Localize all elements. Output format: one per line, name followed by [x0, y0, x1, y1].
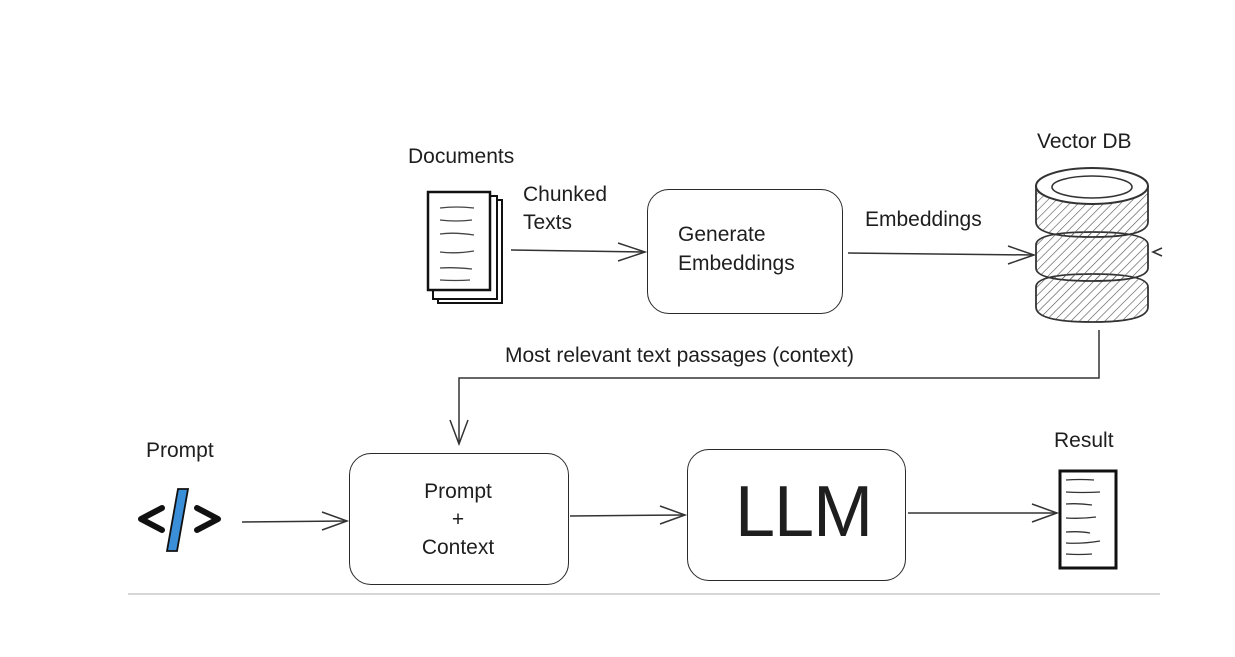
- prompt-context-line3: Context: [421, 536, 495, 559]
- chunked-texts-label-line1: Chunked: [523, 183, 608, 206]
- prompt-label: Prompt: [146, 439, 214, 462]
- documents-stack-icon: [426, 190, 503, 304]
- llm-node: LLM: [687, 449, 906, 581]
- vector-db-label: Vector DB: [1037, 130, 1132, 153]
- arrow-embeddings-to-vector-db: [847, 245, 1037, 265]
- chunked-texts-label-line2: Texts: [523, 211, 573, 234]
- generate-embeddings-line1: Generate: [678, 223, 766, 246]
- arrow-vector-db-to-prompt-context: [449, 330, 1100, 447]
- code-brackets-icon: [138, 488, 221, 552]
- prompt-context-line1: Prompt: [424, 480, 492, 503]
- arrow-prompt-to-prompt-context: [241, 511, 350, 531]
- arrow-llm-to-result: [908, 503, 1060, 523]
- embeddings-label: Embeddings: [865, 208, 982, 231]
- result-label: Result: [1054, 429, 1114, 452]
- generate-embeddings-line2: Embeddings: [678, 252, 795, 275]
- prompt-context-line2: +: [451, 508, 465, 531]
- result-document-icon: [1058, 469, 1118, 570]
- llm-label: LLM: [735, 472, 873, 552]
- context-passages-label: Most relevant text passages (context): [505, 344, 854, 367]
- arrow-documents-to-embeddings: [510, 242, 648, 262]
- documents-label: Documents: [408, 145, 515, 168]
- arrow-prompt-context-to-llm: [569, 505, 688, 525]
- generate-embeddings-node: Generate Embeddings: [647, 189, 843, 314]
- database-cylinder-icon: [1035, 167, 1163, 323]
- prompt-context-node: Prompt + Context: [349, 453, 569, 585]
